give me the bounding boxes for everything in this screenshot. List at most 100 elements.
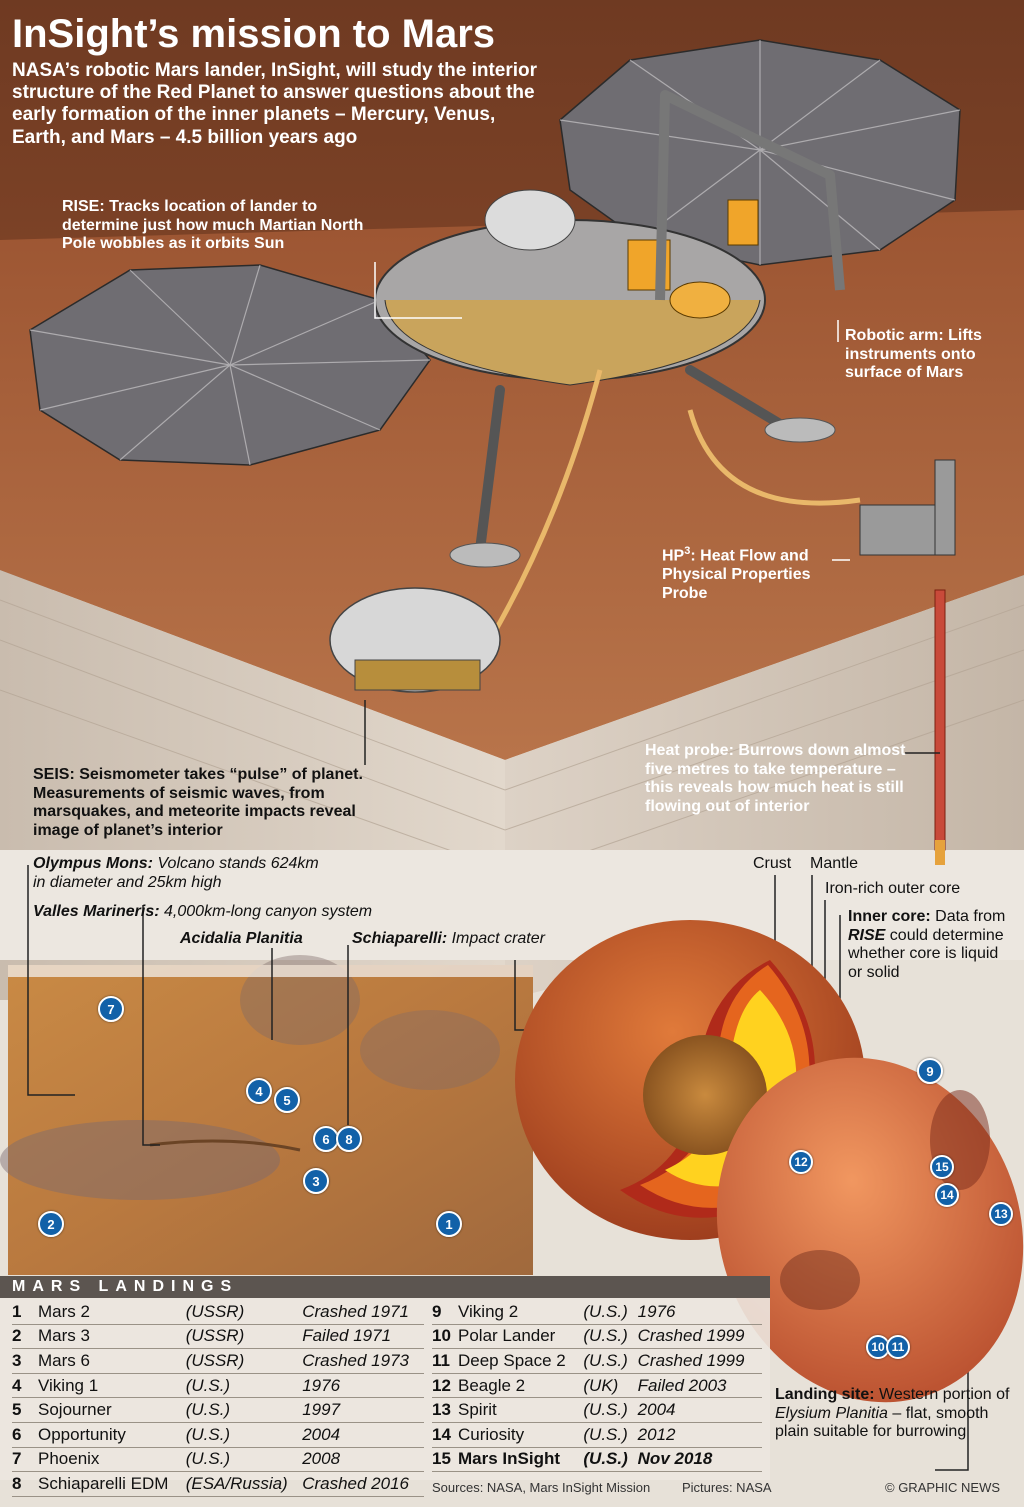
inner-core-rise: RISE — [848, 926, 886, 944]
sources-text: Sources: NASA, Mars InSight Mission — [432, 1480, 651, 1495]
intro-text: NASA’s robotic Mars lander, InSight, wil… — [12, 60, 538, 148]
landing-name: Phoenix — [38, 1447, 186, 1473]
seis-callout: SEIS: Seismometer takes “pulse” of plane… — [33, 766, 363, 840]
landing-country: (ESA/Russia) — [185, 1471, 303, 1497]
credit-text: © GRAPHIC NEWS — [885, 1480, 1001, 1495]
landing-number: 1 — [12, 1300, 38, 1325]
landing-number: 4 — [12, 1373, 38, 1399]
landing-country: (U.S.) — [583, 1348, 638, 1374]
landing-marker: 8 — [336, 1126, 362, 1152]
landing-result: Crashed 1999 — [637, 1324, 762, 1350]
robotic-arm-text: Lifts instruments onto surface of Mars — [845, 327, 982, 382]
olympus-mons-label: Olympus Mons: Volcano stands 624km in di… — [33, 855, 333, 892]
landing-number: 14 — [432, 1422, 458, 1448]
landing-name: Polar Lander — [458, 1324, 584, 1350]
landing-country: (U.S.) — [185, 1447, 303, 1473]
inner-core-label: Inner core: Data from RISE could determi… — [848, 908, 1008, 983]
landing-name: Beagle 2 — [458, 1373, 584, 1399]
page-title: InSight’s mission to Mars — [12, 12, 496, 56]
robotic-arm-callout: Robotic arm: Lifts instruments onto surf… — [845, 327, 1020, 383]
landing-country: (U.S.) — [185, 1422, 303, 1448]
landing-marker: 13 — [989, 1202, 1013, 1226]
landing-name: Sojourner — [38, 1397, 186, 1423]
landing-country: (USSR) — [185, 1324, 303, 1350]
landing-country: (UK) — [583, 1373, 638, 1399]
hp3-title: HP — [662, 547, 685, 565]
landing-marker: 4 — [246, 1078, 272, 1104]
landing-country: (U.S.) — [185, 1397, 303, 1423]
valles-marineris-name: Valles Marineris: — [33, 903, 160, 920]
landing-country: (USSR) — [185, 1348, 303, 1374]
landing-number: 15 — [432, 1447, 458, 1473]
landing-marker: 15 — [930, 1155, 954, 1179]
olympus-mons-name: Olympus Mons: — [33, 855, 154, 872]
landing-country: (U.S.) — [583, 1324, 638, 1350]
hp3-text: : Heat Flow and Physical Properties Prob… — [662, 547, 811, 602]
landing-result: Failed 1971 — [302, 1324, 424, 1350]
hp3-callout: HP3: Heat Flow and Physical Properties P… — [662, 545, 822, 603]
valles-marineris-text: 4,000km-long canyon system — [164, 903, 373, 920]
landing-country: (U.S.) — [583, 1422, 638, 1448]
schiaparelli-text: Impact crater — [451, 930, 545, 947]
landing-marker: 5 — [274, 1087, 300, 1113]
landing-marker: 1 — [436, 1211, 462, 1237]
landing-name: Viking 1 — [38, 1373, 186, 1399]
landings-header: MARS LANDINGS — [12, 1278, 239, 1295]
robotic-arm-title: Robotic arm: — [845, 327, 944, 344]
valles-marineris-label: Valles Marineris: 4,000km-long canyon sy… — [33, 903, 453, 922]
landing-result: Crashed 1999 — [637, 1348, 762, 1374]
landing-name: Schiaparelli EDM — [38, 1471, 186, 1497]
outer-core-label: Iron-rich outer core — [825, 880, 961, 897]
landing-marker: 12 — [789, 1150, 813, 1174]
landing-country: (U.S.) — [583, 1300, 638, 1325]
landing-country: (U.S.) — [185, 1373, 303, 1399]
landing-site-place: Elysium Planitia — [775, 1404, 888, 1422]
landing-marker: 3 — [303, 1168, 329, 1194]
landing-name: Curiosity — [458, 1422, 584, 1448]
landing-number: 13 — [432, 1397, 458, 1423]
pictures-text: Pictures: NASA — [682, 1480, 772, 1495]
olympus-mons-text: Volcano stands 624km in diameter and 25k… — [33, 855, 319, 891]
landing-number: 9 — [432, 1300, 458, 1325]
landing-number: 12 — [432, 1373, 458, 1399]
landing-number: 6 — [12, 1422, 38, 1448]
landing-number: 8 — [12, 1471, 38, 1497]
landing-name: Mars 2 — [38, 1300, 186, 1325]
landing-name: Opportunity — [38, 1422, 186, 1448]
landing-name: Mars 6 — [38, 1348, 186, 1374]
landing-result: Crashed 2016 — [302, 1471, 424, 1497]
landing-site-callout: Landing site: Western portion of Elysium… — [775, 1386, 1020, 1442]
landing-number: 3 — [12, 1348, 38, 1374]
landing-site-title: Landing site: — [775, 1386, 875, 1403]
hp3-superscript: 3 — [684, 545, 691, 557]
schiaparelli-label: Schiaparelli: Impact crater — [352, 930, 592, 949]
landing-result: 1976 — [302, 1373, 424, 1399]
landing-number: 7 — [12, 1447, 38, 1473]
landing-name: Spirit — [458, 1397, 584, 1423]
inner-core-title: Inner core: — [848, 908, 931, 925]
landing-number: 11 — [432, 1348, 458, 1374]
landing-country: (USSR) — [185, 1300, 303, 1325]
landing-marker: 14 — [935, 1183, 959, 1207]
landing-result: Crashed 1971 — [302, 1300, 424, 1325]
landing-site-text-2: – flat, smooth plain suitable for burrow… — [775, 1404, 989, 1441]
landing-result: Crashed 1973 — [302, 1348, 424, 1374]
inner-core-text-1: Data from — [935, 908, 1006, 925]
landing-name: Mars 3 — [38, 1324, 186, 1350]
mantle-label: Mantle — [810, 855, 859, 872]
landing-number: 2 — [12, 1324, 38, 1350]
landing-name: Viking 2 — [458, 1300, 584, 1325]
landing-country: (U.S.) — [583, 1397, 638, 1423]
landing-result: 2008 — [302, 1447, 424, 1473]
